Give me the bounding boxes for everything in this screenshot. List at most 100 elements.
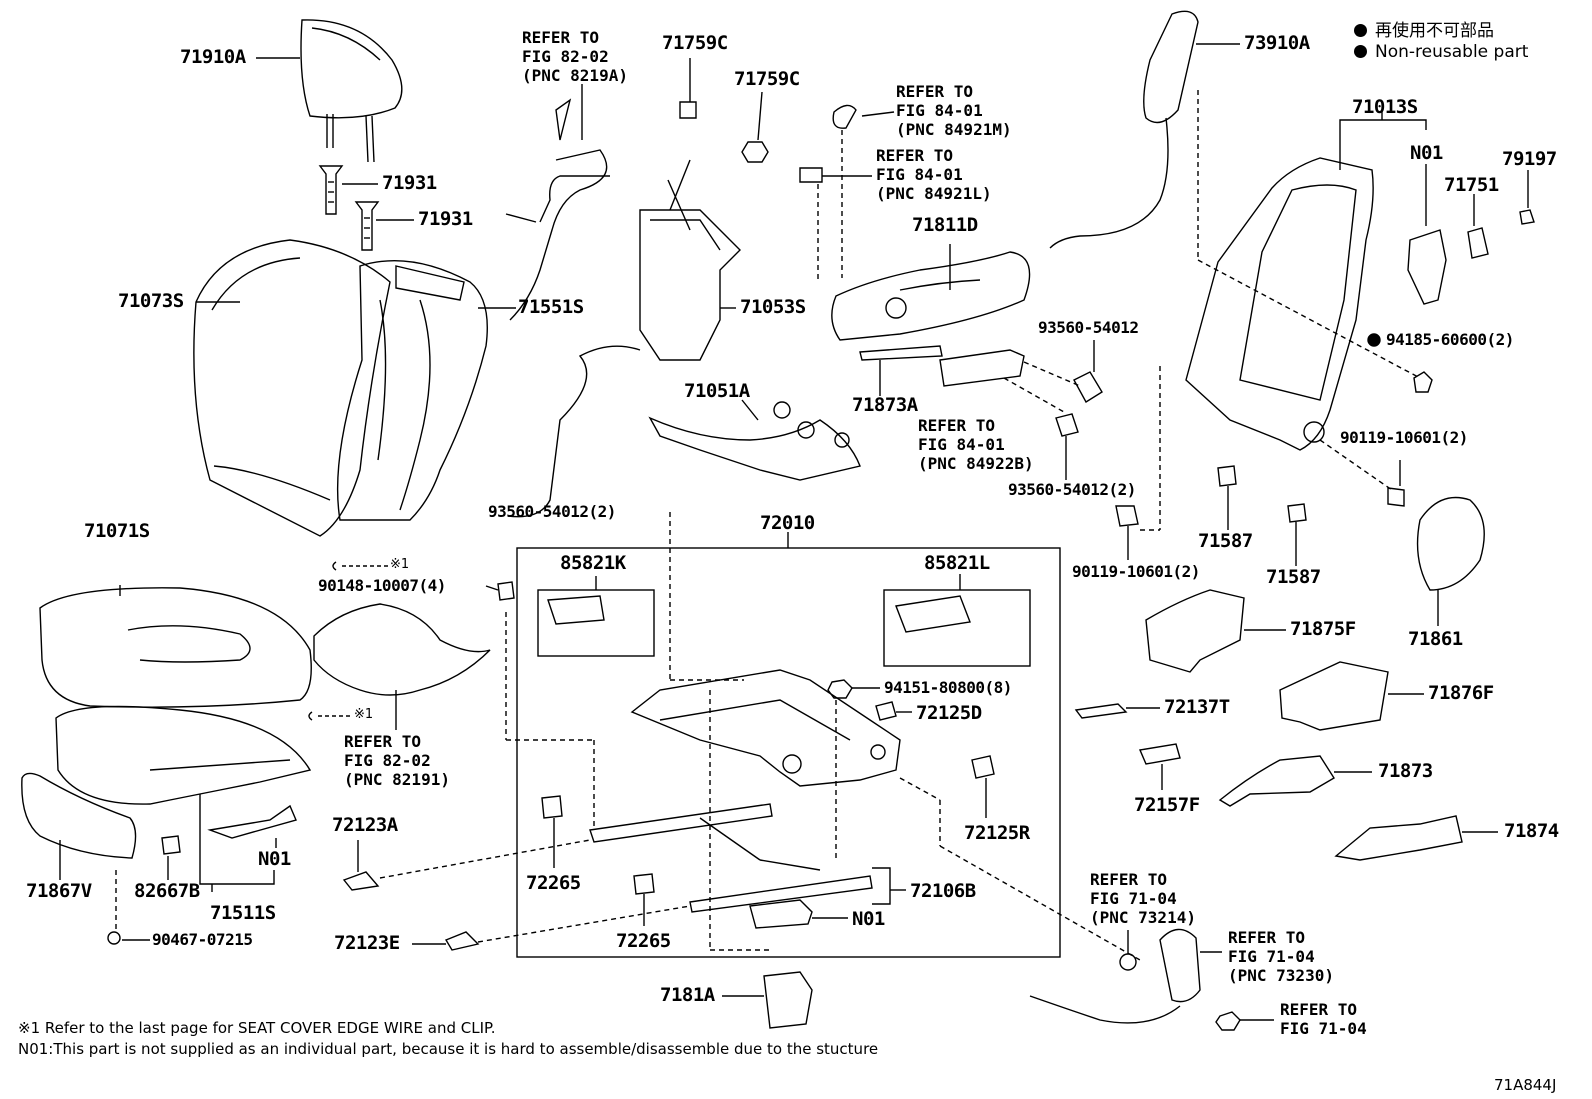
legend-label: 再使用不可部品 <box>1375 21 1494 41</box>
part-label[interactable]: 71751 <box>1444 174 1499 196</box>
bracket-72265-b <box>633 873 655 895</box>
rail-71874 <box>1334 815 1463 861</box>
seat-track-72106B <box>589 803 873 913</box>
part-label[interactable]: 85821L <box>924 552 990 574</box>
reference-mark: ※1 <box>354 707 374 722</box>
part-label[interactable]: 93560-54012(2) <box>1008 480 1136 499</box>
ref-line: FIG 71-04 <box>1280 1019 1367 1038</box>
front-panel-illustration <box>21 772 137 859</box>
part-label[interactable]: 72157F <box>1134 794 1200 816</box>
part-label[interactable]: 71587 <box>1266 566 1321 588</box>
frame-bracket-71053S <box>639 159 741 361</box>
knob-84921L <box>799 167 823 183</box>
part-label[interactable]: 71931 <box>382 172 437 194</box>
part-label[interactable]: 90148-10007(4) <box>318 576 446 595</box>
buckle-wire <box>1029 995 1181 1024</box>
part-label[interactable]: 7181A <box>660 984 715 1006</box>
part-label[interactable]: 71587 <box>1198 530 1253 552</box>
part-label[interactable]: 72123A <box>332 814 398 836</box>
cover-72157F <box>1139 743 1181 765</box>
part-label[interactable]: 71874 <box>1504 820 1559 842</box>
part-label[interactable]: N01 <box>1410 142 1443 164</box>
part-label[interactable]: 93560-54012(2) <box>488 502 616 521</box>
part-label[interactable]: N01 <box>258 848 291 870</box>
part-label[interactable]: 94151-80800(8) <box>884 678 1012 697</box>
switch-84922B <box>939 349 1025 387</box>
seat-frame-assembly-box <box>516 547 1061 958</box>
legend-item-en: Non-reusable part <box>1354 42 1528 62</box>
part-label[interactable]: 79197 <box>1502 148 1557 170</box>
bracket-72123E <box>444 931 480 951</box>
clip-71759C-a <box>679 101 697 119</box>
ref-line: FIG 82-02 <box>522 47 609 66</box>
part-label[interactable]: 94185-60600(2) <box>1386 330 1514 349</box>
part-label[interactable]: 71876F <box>1428 682 1494 704</box>
bracket-72125D <box>875 701 897 721</box>
motor-N01-track <box>749 899 813 929</box>
part-label[interactable]: 71811D <box>912 214 978 236</box>
part-label[interactable]: 90119-10601(2) <box>1340 428 1468 447</box>
part-label[interactable]: 73910A <box>1244 32 1310 54</box>
part-label[interactable]: 71071S <box>84 520 150 542</box>
part-label[interactable]: 71873A <box>852 394 918 416</box>
part-label[interactable]: 72265 <box>526 872 581 894</box>
part-label[interactable]: 82667B <box>134 880 200 902</box>
nut-buckle <box>1215 1011 1241 1031</box>
part-label[interactable]: 72125D <box>916 702 982 724</box>
part-label[interactable]: N01 <box>852 908 885 930</box>
ref-line: REFER TO <box>896 82 974 101</box>
shield-71876F <box>1279 661 1389 731</box>
part-label[interactable]: 71931 <box>418 208 473 230</box>
bracket-72123A <box>342 871 380 891</box>
part-label[interactable]: 71759C <box>662 32 728 54</box>
ref-line: REFER TO <box>918 416 996 435</box>
part-label[interactable]: 71511S <box>210 902 276 924</box>
part-label[interactable]: 72125R <box>964 822 1030 844</box>
part-label[interactable]: 72265 <box>616 930 671 952</box>
non-reusable-dot <box>1367 333 1381 347</box>
part-label[interactable]: 72137T <box>1164 696 1230 718</box>
part-label[interactable]: 71551S <box>518 296 584 318</box>
wire-harness-71051A <box>648 401 861 481</box>
part-label[interactable]: 71861 <box>1408 628 1463 650</box>
part-label[interactable]: 71910A <box>180 46 246 68</box>
motor-85821L-box <box>883 589 1031 667</box>
reference-mark: ※1 <box>390 557 410 572</box>
part-label[interactable]: 72010 <box>760 512 815 534</box>
nut-94151 <box>827 679 853 699</box>
part-label[interactable]: 71013S <box>1352 96 1418 118</box>
seat-cushion-pad-illustration <box>55 705 312 805</box>
part-label[interactable]: 71053S <box>740 296 806 318</box>
part-N01-illustration <box>207 804 297 839</box>
part-label[interactable]: 71051A <box>684 380 750 402</box>
part-label[interactable]: 90467-07215 <box>152 930 253 949</box>
bracket-7181A <box>763 971 813 1029</box>
part-label[interactable]: 93560-54012 <box>1038 318 1139 337</box>
part-label[interactable]: 72106B <box>910 880 976 902</box>
part-label[interactable]: 71875F <box>1290 618 1356 640</box>
rail-71873A <box>859 345 943 361</box>
part-label[interactable]: 71759C <box>734 68 800 90</box>
part-label[interactable]: 71073S <box>118 290 184 312</box>
ref-line: FIG 82-02 <box>344 751 431 770</box>
ref-line: REFER TO <box>1090 870 1168 889</box>
part-label[interactable]: 71873 <box>1378 760 1433 782</box>
ref-line: (PNC 84922B) <box>918 454 1034 473</box>
part-label[interactable]: 72123E <box>334 932 400 954</box>
seatback-pad-illustration <box>336 260 488 521</box>
part-label[interactable]: 85821K <box>560 552 626 574</box>
seat-frame-72010 <box>630 669 901 787</box>
part-label[interactable]: 90119-10601(2) <box>1072 562 1200 581</box>
bolt-90119-a <box>1387 487 1405 507</box>
knob-84921M <box>832 104 857 129</box>
side-airbag-73910A <box>1049 10 1199 249</box>
part-label[interactable]: 71867V <box>26 880 92 902</box>
